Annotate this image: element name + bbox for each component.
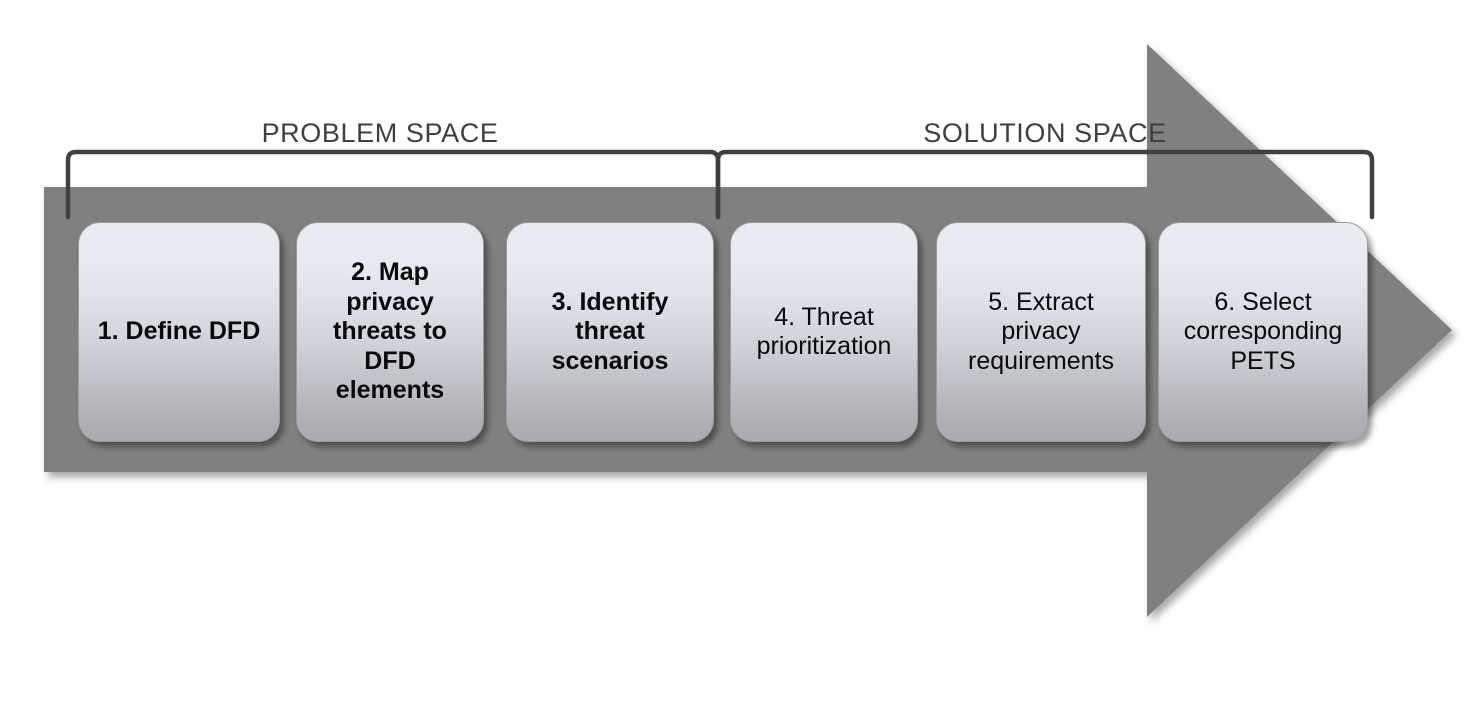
step-box-6-label: 6. Select corresponding PETS (1183, 287, 1343, 375)
step-box-4-label: 4. Threat prioritization (756, 302, 892, 361)
bracket-label-problem-space: PROBLEM SPACE (261, 118, 499, 148)
step-box-2-map-privacy-threats[interactable]: 2. Map privacy threats to DFD elements (296, 222, 484, 442)
step-box-2-label: 2. Map privacy threats to DFD elements (333, 258, 447, 405)
step-box-3-label: 3. Identify threat scenarios (551, 287, 669, 375)
step-box-5-extract-privacy-requirements[interactable]: 5. Extract privacy requirements (936, 222, 1146, 442)
step-box-1-define-dfd[interactable]: 1. Define DFD (78, 222, 280, 442)
bracket-label-solution-space: SOLUTION SPACE (923, 118, 1167, 148)
step-box-6-select-corresponding-pets[interactable]: 6. Select corresponding PETS (1158, 222, 1368, 442)
bracket-solution-space (715, 149, 1375, 220)
step-box-5-label: 5. Extract privacy requirements (968, 287, 1114, 375)
step-box-4-threat-prioritization[interactable]: 4. Threat prioritization (730, 222, 918, 442)
step-box-3-identify-threat-scenarios[interactable]: 3. Identify threat scenarios (506, 222, 714, 442)
step-box-1-label: 1. Define DFD (97, 317, 261, 346)
